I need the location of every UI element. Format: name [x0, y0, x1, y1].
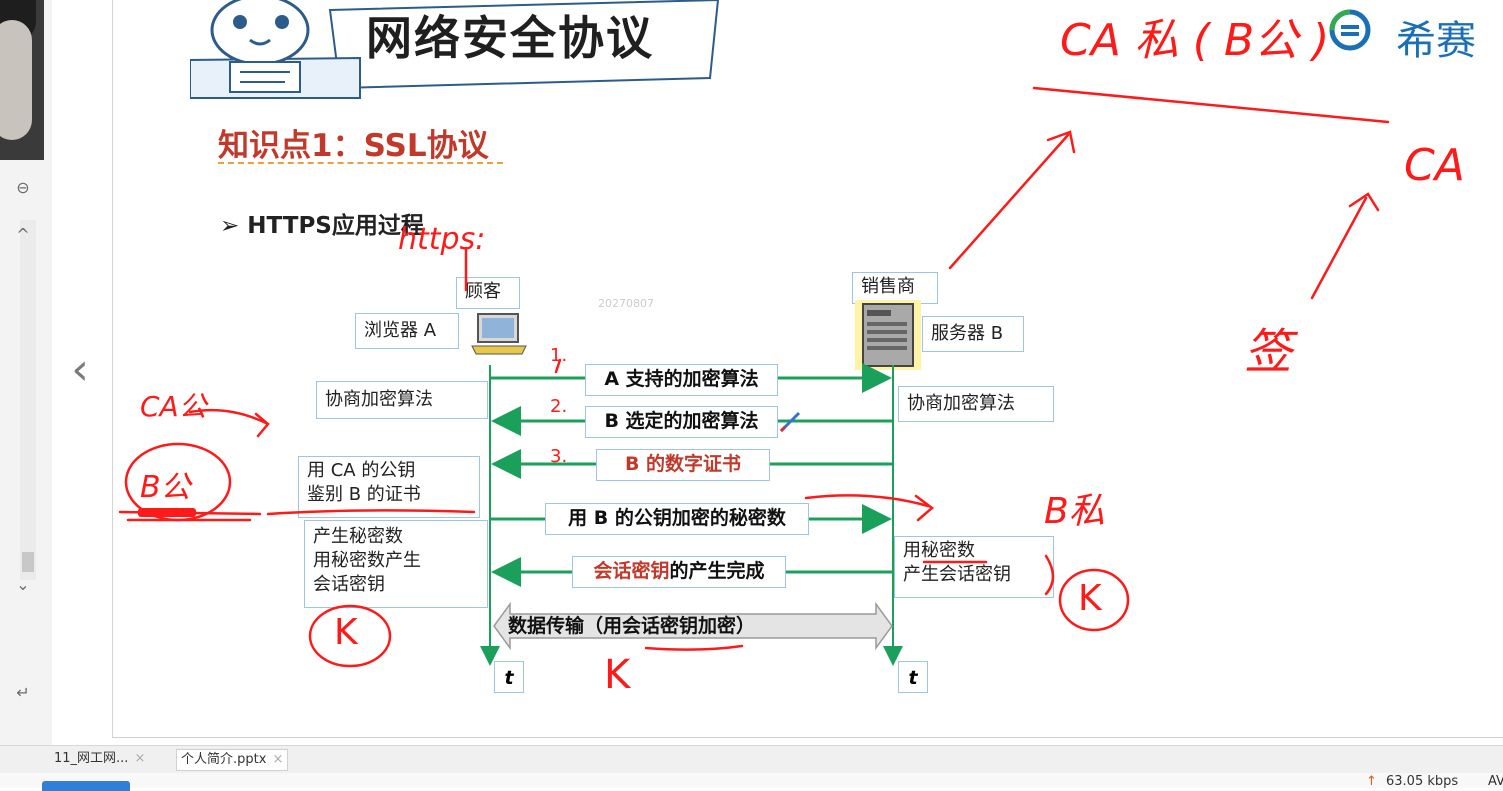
knowledge-point-heading: 知识点1：SSL协议 [218, 128, 489, 164]
hw-k-left: K [334, 612, 358, 653]
generate-line-1: 产生秘密数 [313, 526, 403, 547]
verify-line-1: 用 CA 的公钥 [307, 460, 416, 481]
customer-label: 顾客 [456, 277, 520, 309]
hw-step-3: 3. [550, 446, 568, 467]
brand-logo: 希赛 [1396, 18, 1476, 64]
computer-icon [471, 313, 527, 355]
generate-key-box: 产生秘密数 用秘密数产生 会话密钥 [304, 520, 488, 608]
hw-step-1: 1. [550, 345, 568, 366]
message-3: B 的数字证书 [596, 449, 770, 481]
server-time-label: t [898, 661, 928, 693]
tab-profile-pptx[interactable]: 个人简介.pptx × [176, 749, 289, 771]
client-time-label: t [494, 661, 524, 693]
message-4: 用 B 的公钥加密的秘密数 [545, 503, 809, 535]
right-negotiate-box: 协商加密算法 [898, 386, 1054, 422]
network-speed: 63.05 kbps [1386, 774, 1459, 789]
heading-underline [218, 162, 503, 164]
webcam-thumbnail [0, 0, 44, 160]
scroll-down-icon[interactable]: ⌄ [16, 575, 30, 594]
status-av: AV [1488, 774, 1503, 789]
bullet-heading: ➢ HTTPS应用过程 [220, 206, 424, 240]
close-icon[interactable]: × [272, 752, 284, 767]
close-icon[interactable]: × [134, 751, 146, 766]
watermark: 20270807 [598, 297, 654, 310]
slide-edge [112, 0, 113, 738]
upload-arrow-icon: ↑ [1366, 774, 1377, 789]
verify-cert-box: 用 CA 的公钥 鉴别 B 的证书 [298, 456, 480, 518]
pen-icon[interactable] [778, 410, 802, 434]
hw-step-2: 2. [550, 396, 568, 417]
message-1: A 支持的加密算法 [585, 364, 778, 396]
message-5: 会话密钥的产生完成 [572, 556, 786, 588]
hw-ca-formula: CA 私 ( B公 ) [1060, 15, 1330, 66]
xisai-logo-icon [1329, 9, 1371, 51]
server-generate-line-2: 产生会话密钥 [903, 564, 1011, 585]
left-negotiate-box: 协商加密算法 [316, 381, 488, 419]
status-bar [0, 773, 1503, 788]
verify-line-2: 鉴别 B 的证书 [307, 484, 421, 505]
title-banner [190, 0, 720, 99]
hw-ca: CA [1404, 140, 1465, 191]
tab-label: 个人简介.pptx [181, 752, 267, 767]
hw-k-bottom: K [604, 652, 631, 698]
bullet-text: HTTPS应用过程 [247, 213, 424, 239]
server-b-label: 服务器 B [922, 316, 1024, 352]
message-5-rest: 的产生完成 [669, 560, 765, 582]
tab-network-course[interactable]: 11_网工网... × [54, 749, 145, 769]
bullet-marker-icon: ➢ [220, 213, 240, 239]
tab-label: 11_网工网... [54, 751, 129, 766]
mascot-cat-icon [210, 0, 310, 93]
hw-k-right: K [1078, 578, 1102, 619]
message-2: B 选定的加密算法 [585, 406, 778, 438]
scrollbar-thumb[interactable] [22, 552, 34, 572]
hw-b-private: B私 [1044, 491, 1105, 532]
server-icon [855, 300, 921, 370]
generate-line-2: 用秘密数产生 [313, 550, 421, 571]
server-generate-line-1: 用秘密数 [903, 540, 975, 561]
hw-ca-public: CA公 [140, 390, 207, 423]
collapse-icon[interactable]: ⊖ [16, 178, 30, 197]
browser-a-label: 浏览器 A [355, 313, 459, 349]
message-5-highlight: 会话密钥 [593, 560, 670, 582]
server-generate-box: 用秘密数 产生会话密钥 [894, 536, 1054, 598]
scroll-up-icon[interactable]: ^ [16, 225, 30, 244]
hw-b-public: B公 [140, 470, 191, 505]
slide-title: 网络安全协议 [366, 11, 654, 65]
enter-icon[interactable]: ↵ [16, 683, 30, 702]
scrollbar-track[interactable] [20, 220, 36, 580]
start-button[interactable] [42, 781, 130, 791]
slide-bottom-edge [112, 737, 1503, 738]
generate-line-3: 会话密钥 [313, 574, 385, 595]
data-transfer-label: 数据传输（用会话密钥加密） [508, 615, 756, 637]
vendor-label: 销售商 [852, 272, 938, 304]
previous-slide-icon[interactable]: ‹ [71, 344, 89, 395]
hw-sign: 签 [1244, 324, 1293, 380]
hw-https: https: [398, 222, 486, 257]
